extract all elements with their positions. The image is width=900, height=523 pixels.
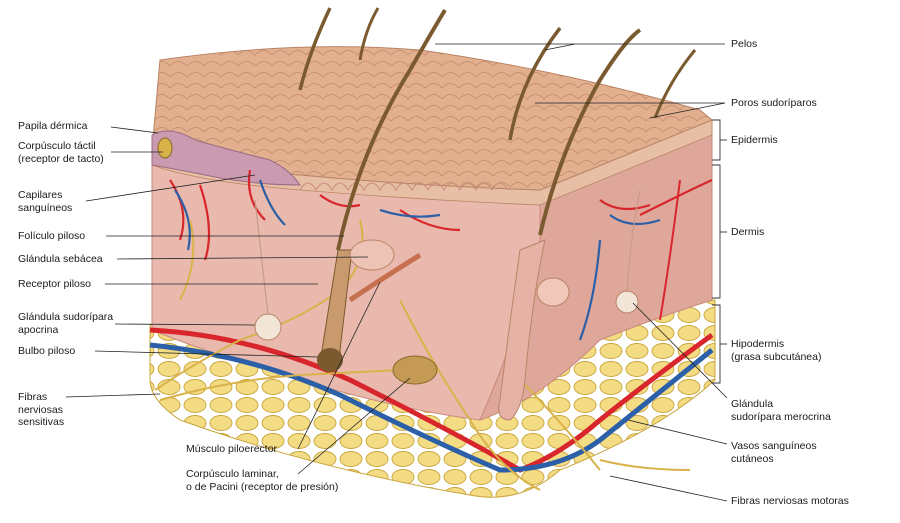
peeled-epidermis [151, 130, 301, 186]
hair-shaft-main [336, 8, 447, 251]
label-pelos: Pelos [731, 38, 758, 50]
label-hipodermis: Hipodermis(grasa subcutánea) [731, 338, 822, 363]
label-bulbo-piloso: Bulbo piloso [18, 345, 76, 357]
hair-shaft-1 [298, 7, 332, 91]
label-poros-sudoriparos: Poros sudoríparos [731, 97, 817, 109]
label-corpusculo-tactil: Corpúsculo táctil(receptor de tacto) [18, 140, 104, 165]
arrector-pili [348, 252, 422, 303]
hair-shaft-4 [538, 28, 642, 236]
merocrine-gland [615, 290, 639, 314]
apocrine-gland [254, 313, 282, 341]
label-dermis: Dermis [731, 226, 765, 238]
label-musculo-piloerector: Músculo piloerector [186, 443, 278, 455]
hair-shaft-5 [653, 49, 697, 119]
hair-bulb [317, 348, 343, 372]
label-epidermis: Epidermis [731, 134, 778, 146]
label-fibras-motoras: Fibras nerviosas motoras [731, 495, 849, 507]
tactile-corpuscle [157, 137, 173, 159]
vein-deep [149, 342, 714, 473]
label-corpusculo-laminar: Corpúsculo laminar,o de Pacini (receptor… [186, 468, 339, 493]
artery-deep [149, 327, 714, 473]
label-foliculo-piloso: Folículo piloso [18, 230, 86, 242]
nerve-fibres [154, 219, 691, 491]
pacinian-corpuscle [392, 355, 438, 385]
hair-shaft-2 [358, 7, 380, 61]
label-glandula-sebacea: Glándula sebácea [18, 253, 103, 265]
hair-shaft-3 [508, 26, 562, 141]
label-receptor-piloso: Receptor piloso [18, 278, 91, 290]
label-papila-dermica: Papila dérmica [18, 120, 88, 132]
sebaceous-gland [349, 239, 395, 271]
